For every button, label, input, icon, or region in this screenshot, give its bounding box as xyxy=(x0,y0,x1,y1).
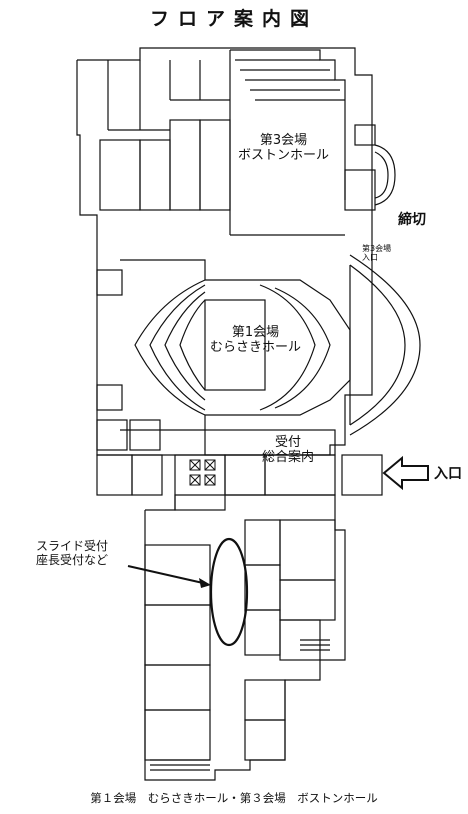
slide-reception-line1: スライド受付 xyxy=(36,539,109,553)
entrance-label: 入口 xyxy=(434,466,462,482)
slide-reception-arrow xyxy=(127,565,204,584)
reception-label: 受付 総合案内 xyxy=(262,435,315,466)
hall1-foyer-arc xyxy=(349,254,421,436)
reception-name: 受付 xyxy=(275,435,302,450)
hall1-name: 第1会場 xyxy=(231,325,280,340)
building-outline-lower xyxy=(144,494,346,781)
floor-map-title: フロア案内図 xyxy=(149,8,318,30)
hall1-subtitle: むらさきホール xyxy=(210,339,302,355)
map-caption: 第１会場 むらさきホール・第３会場 ボストンホール xyxy=(90,791,378,805)
hall1-label: 第1会場 むらさきホール xyxy=(210,325,302,356)
reception-subtitle: 総合案内 xyxy=(262,449,315,465)
building-outline-upper xyxy=(76,47,373,456)
slide-reception-line2: 座長受付など xyxy=(36,552,109,567)
hall3-label: 第3会場 ボストンホール xyxy=(238,133,330,164)
hall3-entrance-label: 第3会場 入口 xyxy=(362,244,392,263)
hall3-stage xyxy=(230,49,346,200)
hall3-subtitle: ボストンホール xyxy=(238,147,330,163)
closed-label: 締切 xyxy=(398,212,426,228)
hall3-name: 第3会場 xyxy=(259,133,308,148)
slide-reception-label: スライド受付 座長受付など xyxy=(36,539,109,568)
entrance-arrow-icon xyxy=(382,455,429,491)
slide-reception-highlight xyxy=(209,537,249,647)
